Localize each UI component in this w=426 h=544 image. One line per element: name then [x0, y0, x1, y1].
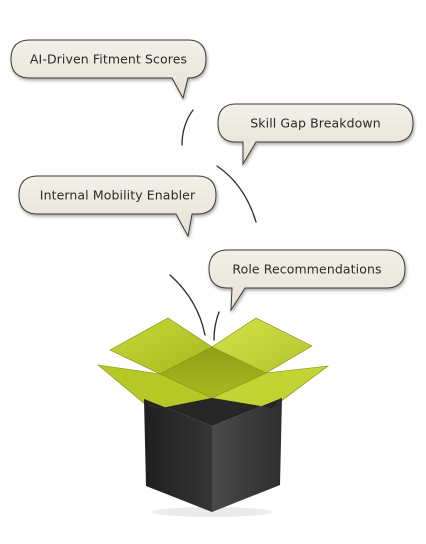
connector-arcs: [169, 109, 257, 341]
bubble-1-label: AI-Driven Fitment Scores: [30, 52, 187, 67]
arc-3: [169, 274, 206, 336]
bubble-role-recommendations: Role Recommendations: [208, 249, 406, 312]
bubble-ai-fitment: AI-Driven Fitment Scores: [10, 39, 207, 100]
box-face-left: [144, 399, 212, 512]
bubble-internal-mobility: Internal Mobility Enabler: [18, 175, 217, 238]
box-rim: [144, 398, 282, 426]
arc-2: [216, 165, 257, 223]
bubble-1-shape: [10, 39, 207, 100]
box-flap-front-right: [210, 365, 330, 409]
bubble-4-shape: [208, 249, 406, 312]
box-face-right: [212, 398, 282, 512]
bubble-2-shape: [217, 103, 414, 166]
open-box: [96, 317, 330, 517]
box-flap-back-left: [109, 317, 213, 375]
arc-1: [181, 109, 194, 146]
bubble-3-label: Internal Mobility Enabler: [40, 188, 196, 203]
bubble-4-label: Role Recommendations: [232, 262, 381, 277]
bubble-2-label: Skill Gap Breakdown: [250, 116, 380, 131]
arc-4: [213, 311, 220, 341]
bubble-3-shape: [18, 175, 217, 238]
box-flap-back-right: [211, 317, 313, 374]
bubble-skill-gap: Skill Gap Breakdown: [217, 103, 414, 166]
